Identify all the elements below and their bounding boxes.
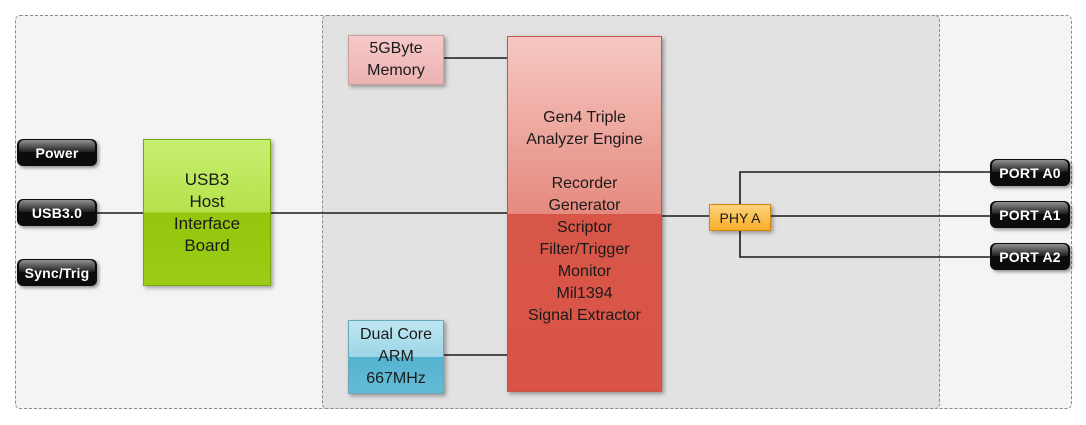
engine-function: Filter/Trigger — [539, 241, 630, 258]
port-a1-label: PORT A1 — [999, 206, 1061, 223]
power-input: Power — [17, 139, 97, 166]
engine-function: Recorder — [551, 175, 618, 192]
engine-function: Generator — [548, 197, 621, 214]
wire-phy-to-port-a0 — [739, 171, 990, 204]
engine-title-line: Gen4 Triple — [543, 109, 626, 126]
sync-trig-input-label: Sync/Trig — [24, 264, 90, 281]
phy-a-block: PHY A — [709, 204, 771, 231]
engine-function: Signal Extractor — [528, 307, 641, 324]
wire-phy-to-port-a2 — [739, 231, 990, 258]
arm-line: Dual Core — [359, 326, 433, 343]
sync-trig-input: Sync/Trig — [17, 259, 97, 286]
usb3-host-line: Interface — [173, 213, 241, 233]
engine-function: Mil1394 — [556, 285, 613, 302]
usb3-host-interface-board: USB3 Host Interface Board — [143, 139, 271, 286]
port-a2-label: PORT A2 — [999, 248, 1061, 265]
power-input-label: Power — [35, 144, 79, 161]
engine-function: Monitor — [557, 263, 612, 280]
arm-line: ARM — [378, 348, 414, 365]
engine-function: Scriptor — [556, 219, 613, 236]
port-a1: PORT A1 — [990, 201, 1070, 228]
memory-line: Memory — [367, 62, 425, 79]
memory-line: 5GByte — [369, 40, 423, 57]
port-a0: PORT A0 — [990, 159, 1070, 186]
port-a0-label: PORT A0 — [999, 164, 1061, 181]
usb3-host-line: Board — [184, 235, 230, 255]
arm-processor-block: Dual Core ARM 667MHz — [348, 320, 444, 394]
usb3-input-label: USB3.0 — [31, 204, 83, 221]
memory-block: 5GByte Memory — [348, 35, 444, 85]
usb3-host-line: USB3 — [184, 169, 230, 189]
engine-title-line: Analyzer Engine — [526, 131, 643, 148]
usb3-host-line: Host — [189, 191, 225, 211]
port-a2: PORT A2 — [990, 243, 1070, 270]
usb3-input: USB3.0 — [17, 199, 97, 226]
analyzer-engine-block: Gen4 Triple Analyzer Engine Recorder Gen… — [507, 36, 662, 392]
phy-label: PHY A — [719, 209, 761, 226]
arm-line: 667MHz — [366, 370, 426, 387]
